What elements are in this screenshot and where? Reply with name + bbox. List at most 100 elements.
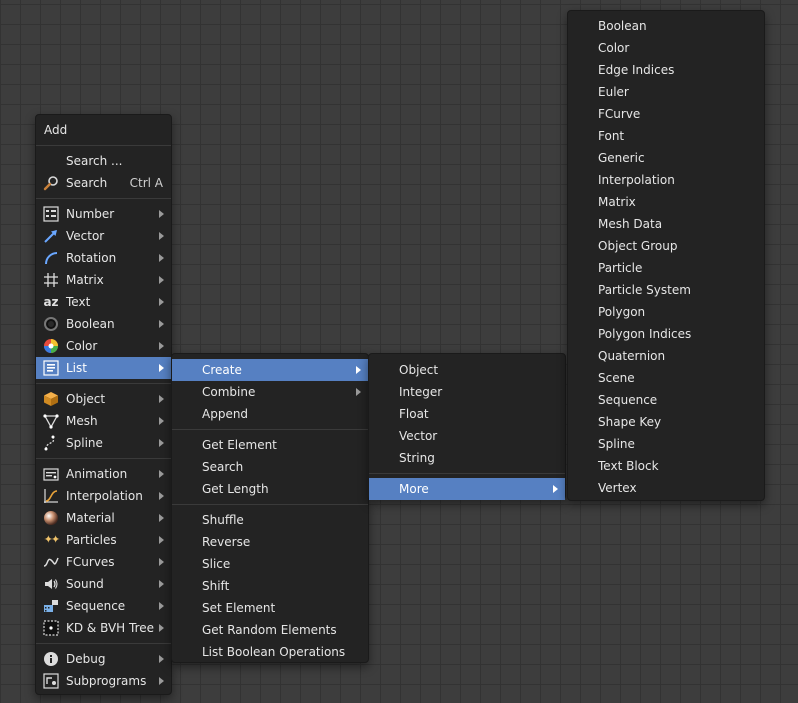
menu-item-shift[interactable]: Shift	[202, 579, 230, 593]
menu-item-sequence[interactable]: Sequence	[36, 595, 171, 617]
menu-item-more-interpolation[interactable]: Interpolation	[598, 173, 675, 187]
menu-item-more-object-group[interactable]: Object Group	[598, 239, 678, 253]
menu-item-get-random-elements[interactable]: Get Random Elements	[202, 623, 337, 637]
submenu-arrow-icon	[159, 492, 164, 500]
menu-item-search-dots[interactable]: Search ...	[66, 154, 123, 168]
menu-item-reverse[interactable]: Reverse	[202, 535, 251, 549]
submenu-arrow-icon	[159, 677, 164, 685]
menu-item-get-length[interactable]: Get Length	[202, 482, 269, 496]
magnifier-icon	[43, 175, 59, 191]
color-wheel-icon	[43, 338, 59, 354]
menu-item-more-shape-key[interactable]: Shape Key	[598, 415, 662, 429]
submenu-arrow-icon	[159, 655, 164, 663]
separator	[36, 145, 171, 146]
menu-item-create[interactable]: Create	[172, 359, 368, 381]
create-submenu: Object Integer Float Vector String More	[368, 353, 566, 500]
menu-item-material[interactable]: Material	[36, 507, 171, 529]
separator	[36, 643, 171, 644]
menu-item-more-particle[interactable]: Particle	[598, 261, 643, 275]
matrix-icon	[43, 272, 59, 288]
separator	[36, 383, 171, 384]
menu-item-more-particle-system[interactable]: Particle System	[598, 283, 691, 297]
menu-item-mesh[interactable]: Mesh	[36, 410, 171, 432]
menu-item-more-boolean[interactable]: Boolean	[598, 19, 647, 33]
menu-item-create-string[interactable]: String	[399, 451, 435, 465]
menu-item-append[interactable]: Append	[202, 407, 249, 421]
submenu-arrow-icon	[159, 558, 164, 566]
menu-item-more-polygon[interactable]: Polygon	[598, 305, 646, 319]
menu-item-particles[interactable]: ✦✦ Particles	[36, 529, 171, 551]
particles-icon: ✦✦	[43, 533, 60, 546]
menu-item-more-generic[interactable]: Generic	[598, 151, 645, 165]
menu-item-object[interactable]: Object	[36, 388, 171, 410]
menu-item-fcurves[interactable]: FCurves	[36, 551, 171, 573]
menu-item-create-float[interactable]: Float	[399, 407, 429, 421]
menu-item-subprograms[interactable]: Subprograms	[36, 670, 171, 692]
submenu-arrow-icon	[159, 276, 164, 284]
menu-item-set-element[interactable]: Set Element	[202, 601, 276, 615]
animation-icon	[43, 466, 59, 482]
list-submenu: Create Combine Append Get Element Search…	[171, 353, 369, 663]
menu-item-kd-bvh-tree[interactable]: KD & BVH Tree	[36, 617, 171, 639]
menu-item-animation[interactable]: Animation	[36, 463, 171, 485]
menu-item-create-vector[interactable]: Vector	[399, 429, 438, 443]
interpolation-icon	[43, 488, 59, 504]
menu-item-shuffle[interactable]: Shuffle	[202, 513, 244, 527]
separator	[36, 198, 171, 199]
menu-item-spline[interactable]: Spline	[36, 432, 171, 454]
text-icon: az	[43, 295, 59, 309]
menu-item-create-integer[interactable]: Integer	[399, 385, 443, 399]
speaker-icon	[43, 576, 59, 592]
menu-item-color[interactable]: Color	[36, 335, 171, 357]
submenu-arrow-icon	[159, 254, 164, 262]
add-menu: Add Search ... Search Ctrl A Number Vect…	[35, 114, 172, 695]
menu-item-more-edge-indices[interactable]: Edge Indices	[598, 63, 675, 77]
menu-item-debug[interactable]: Debug	[36, 648, 171, 670]
menu-item-more-quaternion[interactable]: Quaternion	[598, 349, 666, 363]
separator	[36, 458, 171, 459]
spline-icon	[43, 435, 59, 451]
menu-item-more-matrix[interactable]: Matrix	[598, 195, 636, 209]
menu-item-more-vertex[interactable]: Vertex	[598, 481, 637, 495]
menu-item-rotation[interactable]: Rotation	[36, 247, 171, 269]
menu-item-matrix[interactable]: Matrix	[36, 269, 171, 291]
submenu-arrow-icon	[159, 298, 164, 306]
menu-item-text[interactable]: az Text	[36, 291, 171, 313]
menu-item-sound[interactable]: Sound	[36, 573, 171, 595]
menu-item-vector[interactable]: Vector	[36, 225, 171, 247]
separator	[172, 504, 368, 505]
menu-item-more-euler[interactable]: Euler	[598, 85, 629, 99]
submenu-arrow-icon	[159, 417, 164, 425]
menu-item-search[interactable]: Search Ctrl A	[36, 172, 171, 194]
boolean-icon	[43, 316, 59, 332]
menu-item-more-font[interactable]: Font	[598, 129, 625, 143]
menu-item-combine[interactable]: Combine	[172, 381, 368, 403]
menu-item-boolean[interactable]: Boolean	[36, 313, 171, 335]
menu-item-slice[interactable]: Slice	[202, 557, 231, 571]
menu-item-more-fcurve[interactable]: FCurve	[598, 107, 641, 121]
menu-item-number[interactable]: Number	[36, 203, 171, 225]
menu-item-create-object[interactable]: Object	[399, 363, 439, 377]
menu-item-more-sequence[interactable]: Sequence	[598, 393, 658, 407]
menu-item-interpolation[interactable]: Interpolation	[36, 485, 171, 507]
submenu-arrow-icon	[553, 485, 558, 493]
menu-item-list-boolean-operations[interactable]: List Boolean Operations	[202, 645, 346, 659]
fcurve-icon	[43, 554, 59, 570]
menu-item-list[interactable]: List	[36, 357, 171, 379]
separator	[369, 473, 565, 474]
menu-item-more-scene[interactable]: Scene	[598, 371, 635, 385]
number-icon	[43, 206, 59, 222]
menu-item-more[interactable]: More	[369, 478, 565, 500]
menu-item-more-color[interactable]: Color	[598, 41, 630, 55]
submenu-arrow-icon	[159, 342, 164, 350]
menu-item-more-spline[interactable]: Spline	[598, 437, 635, 451]
menu-item-more-polygon-indices[interactable]: Polygon Indices	[598, 327, 692, 341]
separator	[172, 429, 368, 430]
menu-item-get-element[interactable]: Get Element	[202, 438, 277, 452]
subprograms-icon	[43, 673, 59, 689]
menu-item-more-text-block[interactable]: Text Block	[598, 459, 659, 473]
submenu-arrow-icon	[159, 439, 164, 447]
submenu-arrow-icon	[159, 624, 164, 632]
menu-item-more-mesh-data[interactable]: Mesh Data	[598, 217, 663, 231]
menu-item-list-search[interactable]: Search	[202, 460, 244, 474]
